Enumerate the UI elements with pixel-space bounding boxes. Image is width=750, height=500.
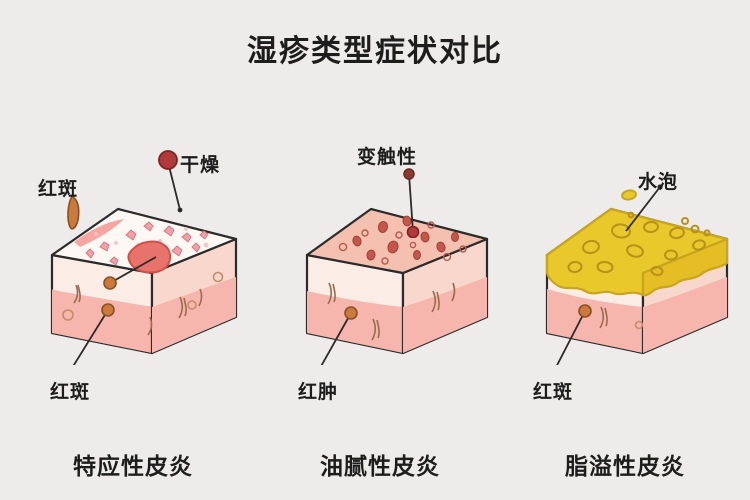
annotation-swelling: 红肿 [298, 382, 339, 403]
annotation-blister: 水泡 [638, 172, 679, 193]
annotation-erythema-right-bottom: 红斑 [533, 382, 574, 403]
caption-greasy-dermatitis: 油腻性皮炎 [320, 453, 440, 479]
erythema-arrow-icon [67, 194, 80, 230]
annotation-contact-allergy: 变触性 [357, 147, 418, 168]
skin-block-seborrheic [545, 189, 729, 365]
caption-seborrheic-dermatitis: 脂溢性皮炎 [565, 453, 685, 479]
annotation-erythema-left-bottom: 红斑 [50, 382, 91, 403]
annotation-erythema-left-top: 红斑 [38, 179, 79, 200]
page-title: 湿疹类型症状对比 [247, 35, 503, 68]
blister-leader-line [625, 184, 663, 232]
caption-atopic-dermatitis: 特应性皮炎 [73, 453, 193, 479]
skin-block-contact [305, 207, 489, 365]
skin-block-atopic [50, 207, 238, 365]
annotation-dryness: 干燥 [180, 155, 221, 176]
dryness-pin-marker [158, 150, 183, 213]
contact-pin-marker [403, 168, 420, 238]
